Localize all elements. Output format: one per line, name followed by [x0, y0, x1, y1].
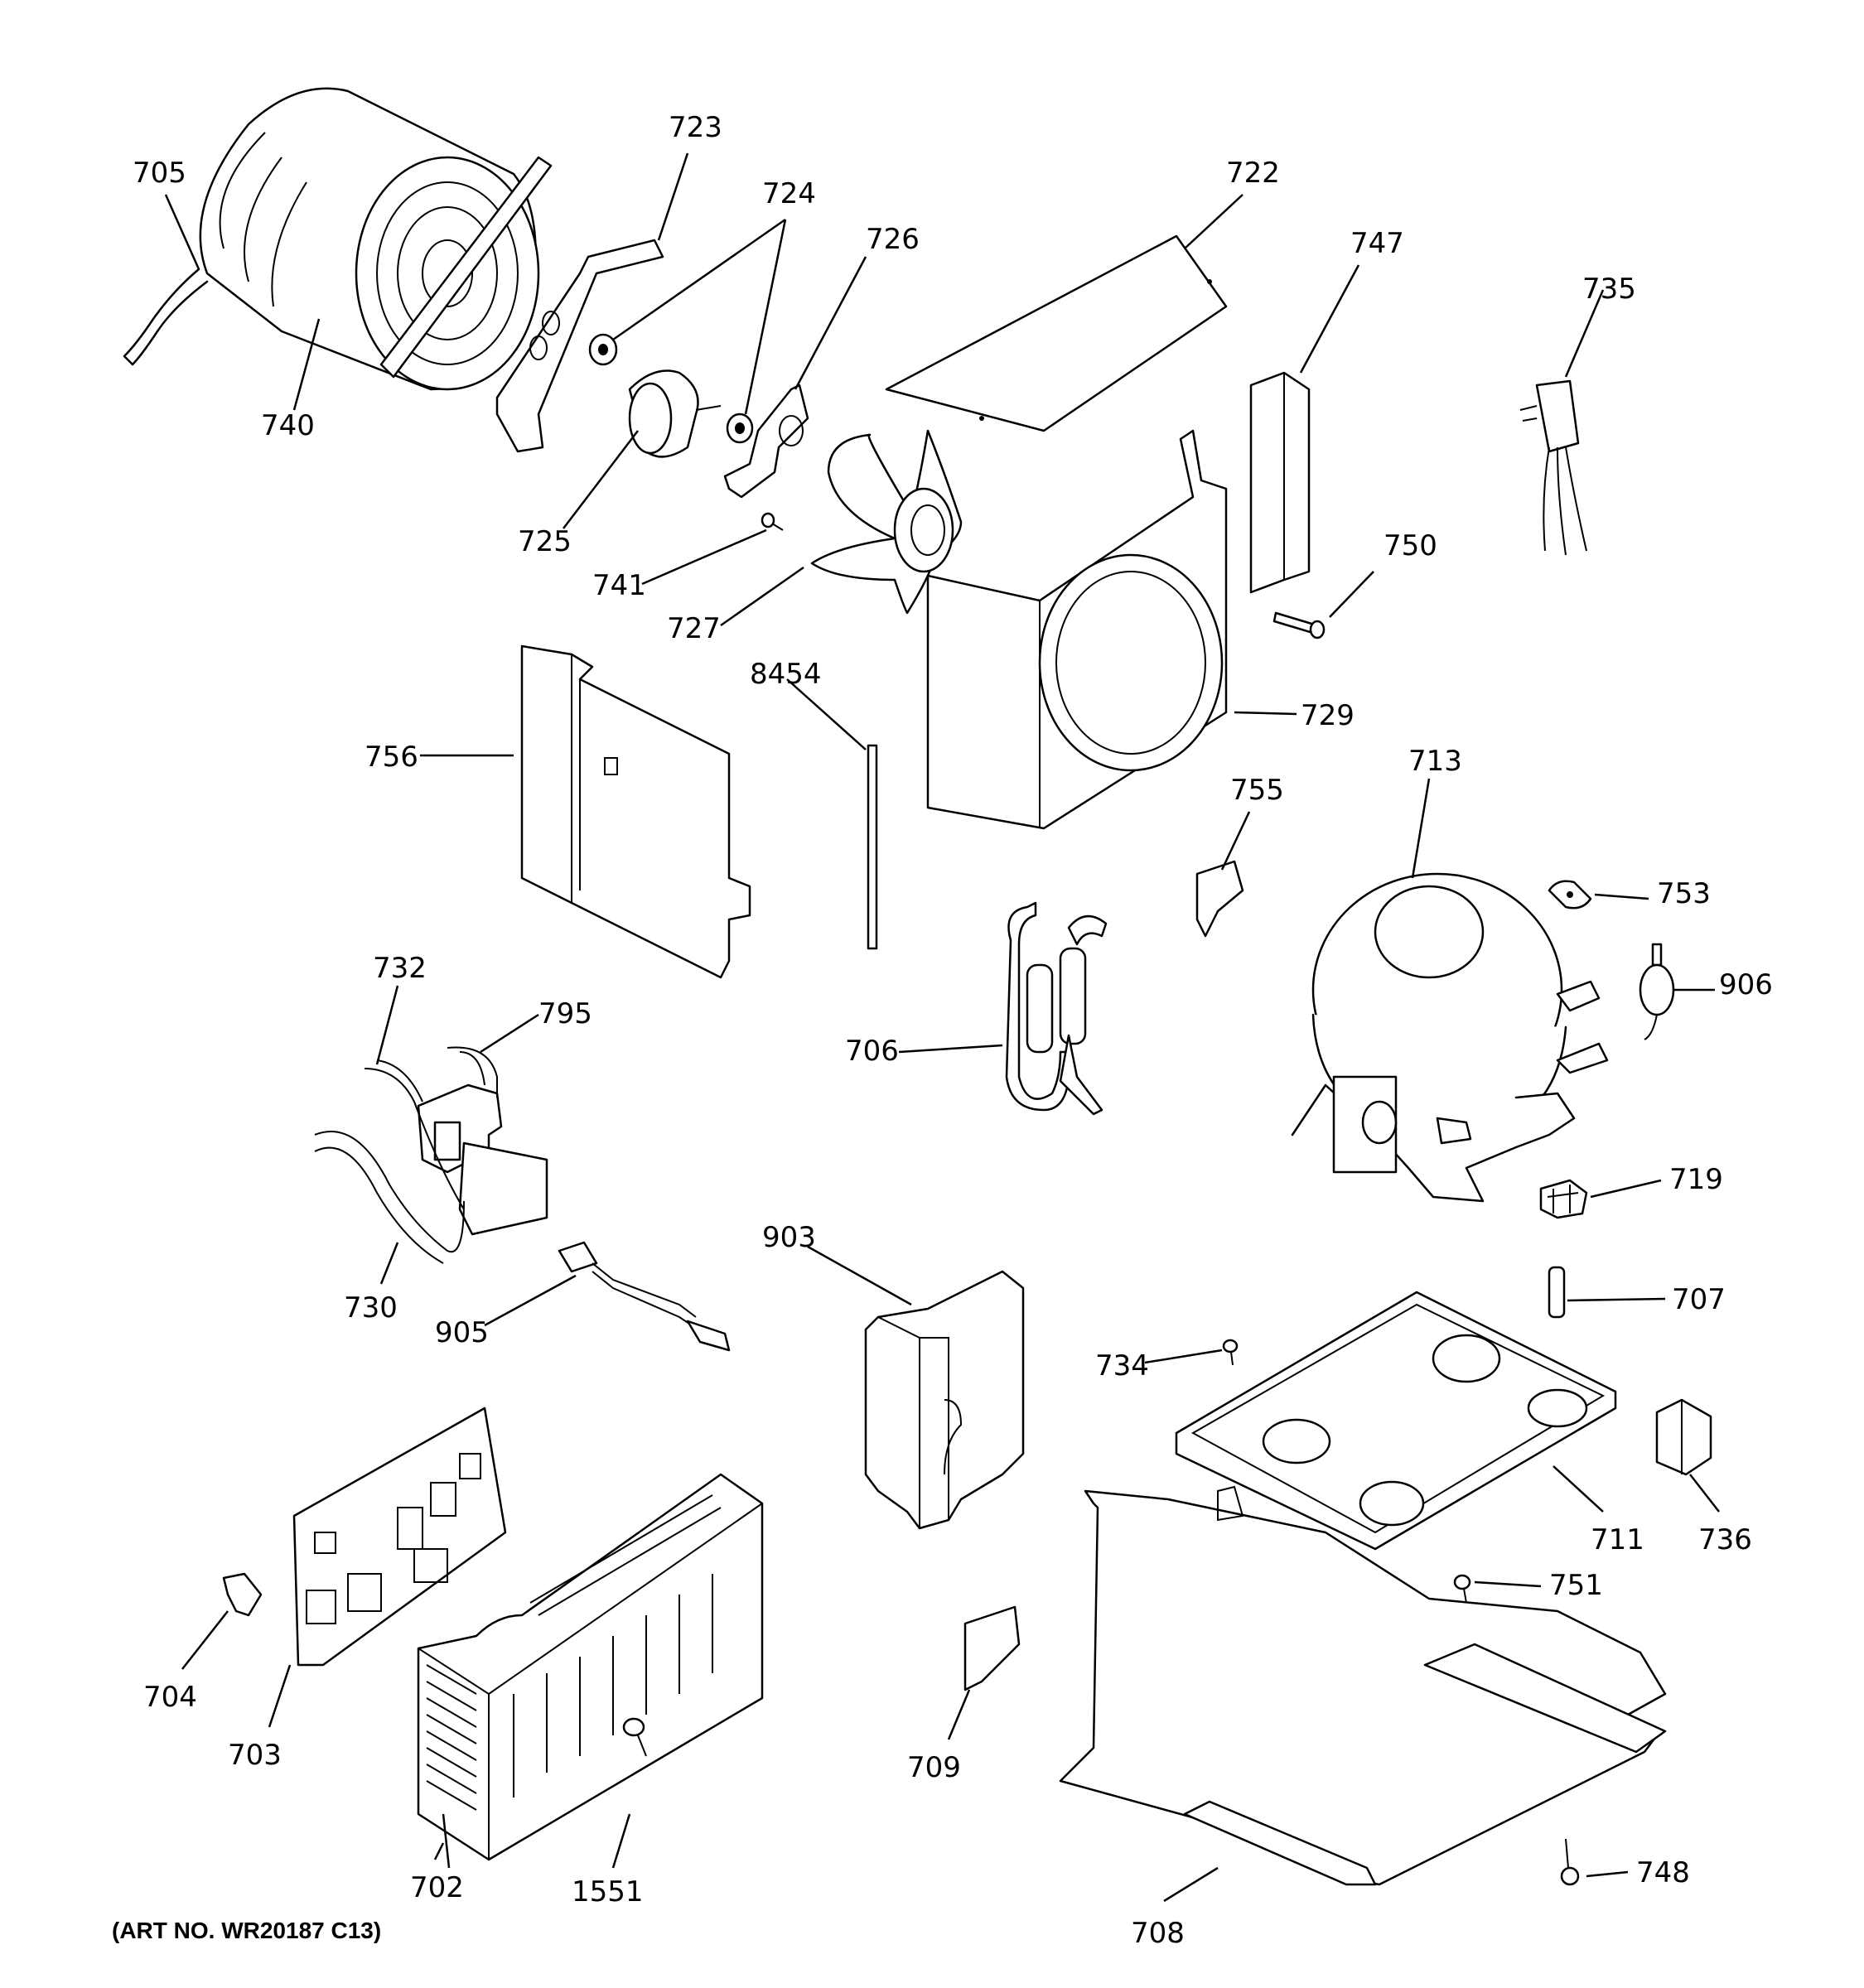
part-706-tubing — [1005, 901, 1108, 1116]
part-726-motor-bracket — [723, 384, 809, 499]
part-722-cover — [885, 234, 1228, 432]
part-703-control-board — [292, 1407, 507, 1667]
part-704-standoff — [222, 1572, 263, 1617]
label-724: 724 — [762, 177, 816, 210]
part-734-screw — [1222, 1339, 1239, 1366]
part-1551-screw — [622, 1717, 647, 1757]
label-727: 727 — [667, 612, 721, 645]
part-713-compressor — [1291, 872, 1609, 1203]
label-747: 747 — [1350, 227, 1404, 260]
label-707: 707 — [1672, 1283, 1726, 1316]
label-755: 755 — [1230, 774, 1284, 807]
part-905-harness — [558, 1241, 731, 1352]
label-708: 708 — [1131, 1917, 1185, 1950]
label-750: 750 — [1384, 529, 1437, 562]
label-703: 703 — [228, 1739, 282, 1772]
part-747-bracket — [1249, 371, 1311, 594]
label-740: 740 — [261, 409, 315, 442]
part-740-condenser-coil — [123, 87, 553, 391]
part-719-grommet — [1539, 1179, 1588, 1219]
label-735: 735 — [1582, 273, 1636, 306]
part-736-switch — [1655, 1398, 1712, 1476]
label-756: 756 — [365, 741, 418, 774]
part-748-screw — [1560, 1838, 1580, 1886]
label-719: 719 — [1669, 1163, 1723, 1196]
label-725: 725 — [518, 525, 572, 558]
part-702-cover — [417, 1473, 764, 1861]
art-number: (ART NO. WR20187 C13) — [112, 1918, 381, 1943]
part-725-fan-motor — [628, 369, 722, 458]
part-756-panel — [520, 644, 751, 979]
label-723: 723 — [669, 111, 722, 144]
part-906-drier — [1639, 943, 1675, 1040]
part-741-screw — [761, 512, 784, 531]
label-705: 705 — [133, 157, 186, 190]
label-702: 702 — [410, 1871, 464, 1904]
label-704: 704 — [143, 1681, 197, 1714]
label-741: 741 — [592, 569, 646, 602]
label-722: 722 — [1226, 157, 1280, 190]
label-748: 748 — [1636, 1856, 1690, 1889]
label-1551: 1551 — [572, 1875, 644, 1908]
label-736: 736 — [1698, 1523, 1752, 1556]
label-905: 905 — [435, 1316, 489, 1349]
label-8454: 8454 — [750, 658, 822, 691]
label-713: 713 — [1408, 745, 1462, 778]
part-723-bracket — [495, 239, 664, 453]
part-724-grommets — [588, 333, 754, 444]
leader-lines — [164, 152, 1720, 1903]
label-730: 730 — [344, 1291, 398, 1325]
part-795-water-valve — [314, 1046, 548, 1264]
part-709-insulation — [963, 1605, 1021, 1691]
part-735-power-cord — [1519, 379, 1587, 556]
label-753: 753 — [1657, 877, 1711, 910]
part-729-fan-shroud — [926, 429, 1228, 830]
part-708-base-pan — [1059, 1485, 1667, 1886]
label-751: 751 — [1549, 1569, 1603, 1602]
label-726: 726 — [866, 223, 920, 256]
label-729: 729 — [1301, 699, 1355, 732]
label-795: 795 — [538, 997, 592, 1030]
part-8454-strip — [867, 744, 878, 950]
part-751-screw — [1453, 1574, 1471, 1604]
label-706: 706 — [845, 1035, 899, 1068]
label-732: 732 — [373, 952, 427, 985]
label-709: 709 — [907, 1751, 961, 1784]
part-755-pad — [1195, 860, 1244, 938]
label-903: 903 — [762, 1221, 816, 1254]
part-labels: 705 740 723 724 725 726 741 727 722 747 … — [133, 111, 1773, 1950]
part-727-fan-blade — [810, 429, 963, 615]
part-711-tray — [1175, 1291, 1617, 1551]
label-711: 711 — [1591, 1523, 1644, 1556]
part-903-inverter — [864, 1270, 1025, 1530]
part-753-clip — [1548, 880, 1592, 910]
part-707-spacer — [1548, 1266, 1566, 1319]
label-734: 734 — [1095, 1349, 1149, 1382]
part-750-screw — [1272, 611, 1326, 639]
label-906: 906 — [1719, 968, 1773, 1001]
